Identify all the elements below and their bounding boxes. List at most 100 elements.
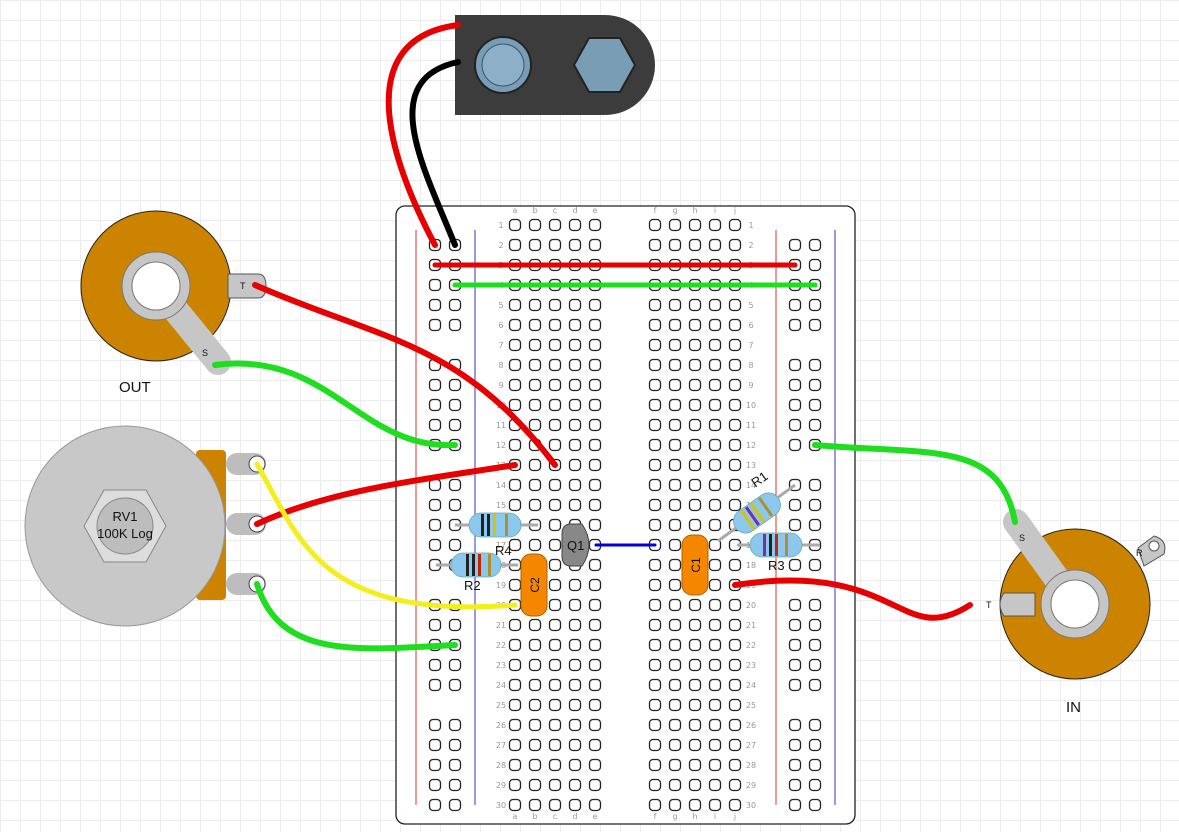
breadboard-hole (648, 418, 662, 432)
breadboard-hole (728, 358, 742, 372)
breadboard-hole (508, 318, 522, 332)
breadboard-hole (788, 438, 802, 452)
breadboard-hole (548, 598, 562, 612)
breadboard-hole (708, 518, 722, 532)
column-label: a (513, 812, 518, 821)
breadboard-hole (508, 718, 522, 732)
breadboard-hole (548, 518, 562, 532)
breadboard-hole (508, 658, 522, 672)
r3-band (769, 534, 772, 556)
breadboard-hole (788, 398, 802, 412)
breadboard-hole (428, 798, 442, 812)
row-number: 19 (496, 581, 506, 590)
breadboard-hole (728, 378, 742, 392)
breadboard-hole (708, 758, 722, 772)
breadboard-hole (668, 238, 682, 252)
breadboard-hole (808, 758, 822, 772)
row-number: 24 (746, 681, 756, 690)
c2-label: C2 (528, 577, 542, 593)
breadboard-hole (788, 718, 802, 732)
column-label: g (672, 206, 677, 215)
breadboard-hole (428, 678, 442, 692)
breadboard-hole (568, 598, 582, 612)
breadboard-hole (708, 398, 722, 412)
breadboard-hole (808, 398, 822, 412)
breadboard-hole (568, 498, 582, 512)
breadboard-hole (728, 798, 742, 812)
breadboard-hole (708, 538, 722, 552)
breadboard-hole (808, 498, 822, 512)
breadboard-hole (448, 298, 462, 312)
breadboard-hole (708, 638, 722, 652)
breadboard-hole (508, 678, 522, 692)
breadboard-hole (448, 538, 462, 552)
row-number: 22 (746, 641, 756, 650)
q1-body (561, 523, 590, 567)
pot-yellow-wire (254, 461, 518, 610)
breadboard-hole (548, 418, 562, 432)
column-label: d (572, 206, 577, 215)
breadboard-hole (688, 438, 702, 452)
breadboard-hole (668, 738, 682, 752)
row-number: 8 (748, 361, 753, 370)
breadboard-hole (648, 358, 662, 372)
out-jack-tip-lug (227, 273, 267, 299)
breadboard-hole (668, 498, 682, 512)
breadboard-hole (588, 558, 602, 572)
breadboard-hole (668, 758, 682, 772)
breadboard-hole (668, 678, 682, 692)
in-sleeve-green-wire (812, 442, 1018, 525)
breadboard-hole (508, 338, 522, 352)
breadboard-hole (528, 398, 542, 412)
in-jack-label: IN (1066, 699, 1081, 716)
breadboard-hole (588, 678, 602, 692)
breadboard-hole (688, 738, 702, 752)
breadboard-hole (808, 798, 822, 812)
breadboard-hole (708, 378, 722, 392)
row-number: 26 (746, 721, 756, 730)
breadboard-hole (688, 718, 702, 732)
breadboard-hole (708, 238, 722, 252)
breadboard-hole (808, 478, 822, 492)
breadboard-hole (568, 338, 582, 352)
breadboard-hole (528, 478, 542, 492)
breadboard-hole (568, 418, 582, 432)
breadboard-hole (708, 678, 722, 692)
breadboard-hole (448, 798, 462, 812)
row-number: 12 (496, 441, 506, 450)
breadboard-hole (648, 578, 662, 592)
breadboard-hole (428, 538, 442, 552)
breadboard-hole (788, 558, 802, 572)
breadboard-hole (788, 238, 802, 252)
column-label: h (692, 206, 697, 215)
snap-terminal-hex (572, 37, 637, 93)
breadboard-hole (568, 798, 582, 812)
breadboard-hole (588, 238, 602, 252)
out-jack-tip-label: T (240, 281, 246, 291)
breadboard-hole (528, 798, 542, 812)
breadboard-hole (808, 778, 822, 792)
breadboard-hole (568, 698, 582, 712)
components: R4 R2 R1 (436, 468, 820, 617)
column-label: c (553, 206, 557, 215)
breadboard-hole (808, 518, 822, 532)
breadboard-hole (428, 718, 442, 732)
breadboard-hole (648, 698, 662, 712)
breadboard-hole (508, 398, 522, 412)
resistor-r2: R2 (436, 552, 518, 593)
breadboard-hole (508, 238, 522, 252)
column-label: b (532, 206, 537, 215)
r4-label: R4 (495, 543, 512, 558)
in-jack: T S R IN (986, 509, 1166, 716)
breadboard-hole (708, 218, 722, 232)
breadboard-hole (708, 418, 722, 432)
r1-band (740, 509, 756, 530)
breadboard-hole (808, 658, 822, 672)
breadboard-hole (808, 318, 822, 332)
breadboard-hole (808, 358, 822, 372)
breadboard-hole (648, 478, 662, 492)
breadboard-hole (588, 378, 602, 392)
breadboard-hole (428, 758, 442, 772)
breadboard-hole (688, 798, 702, 812)
breadboard-hole (688, 618, 702, 632)
